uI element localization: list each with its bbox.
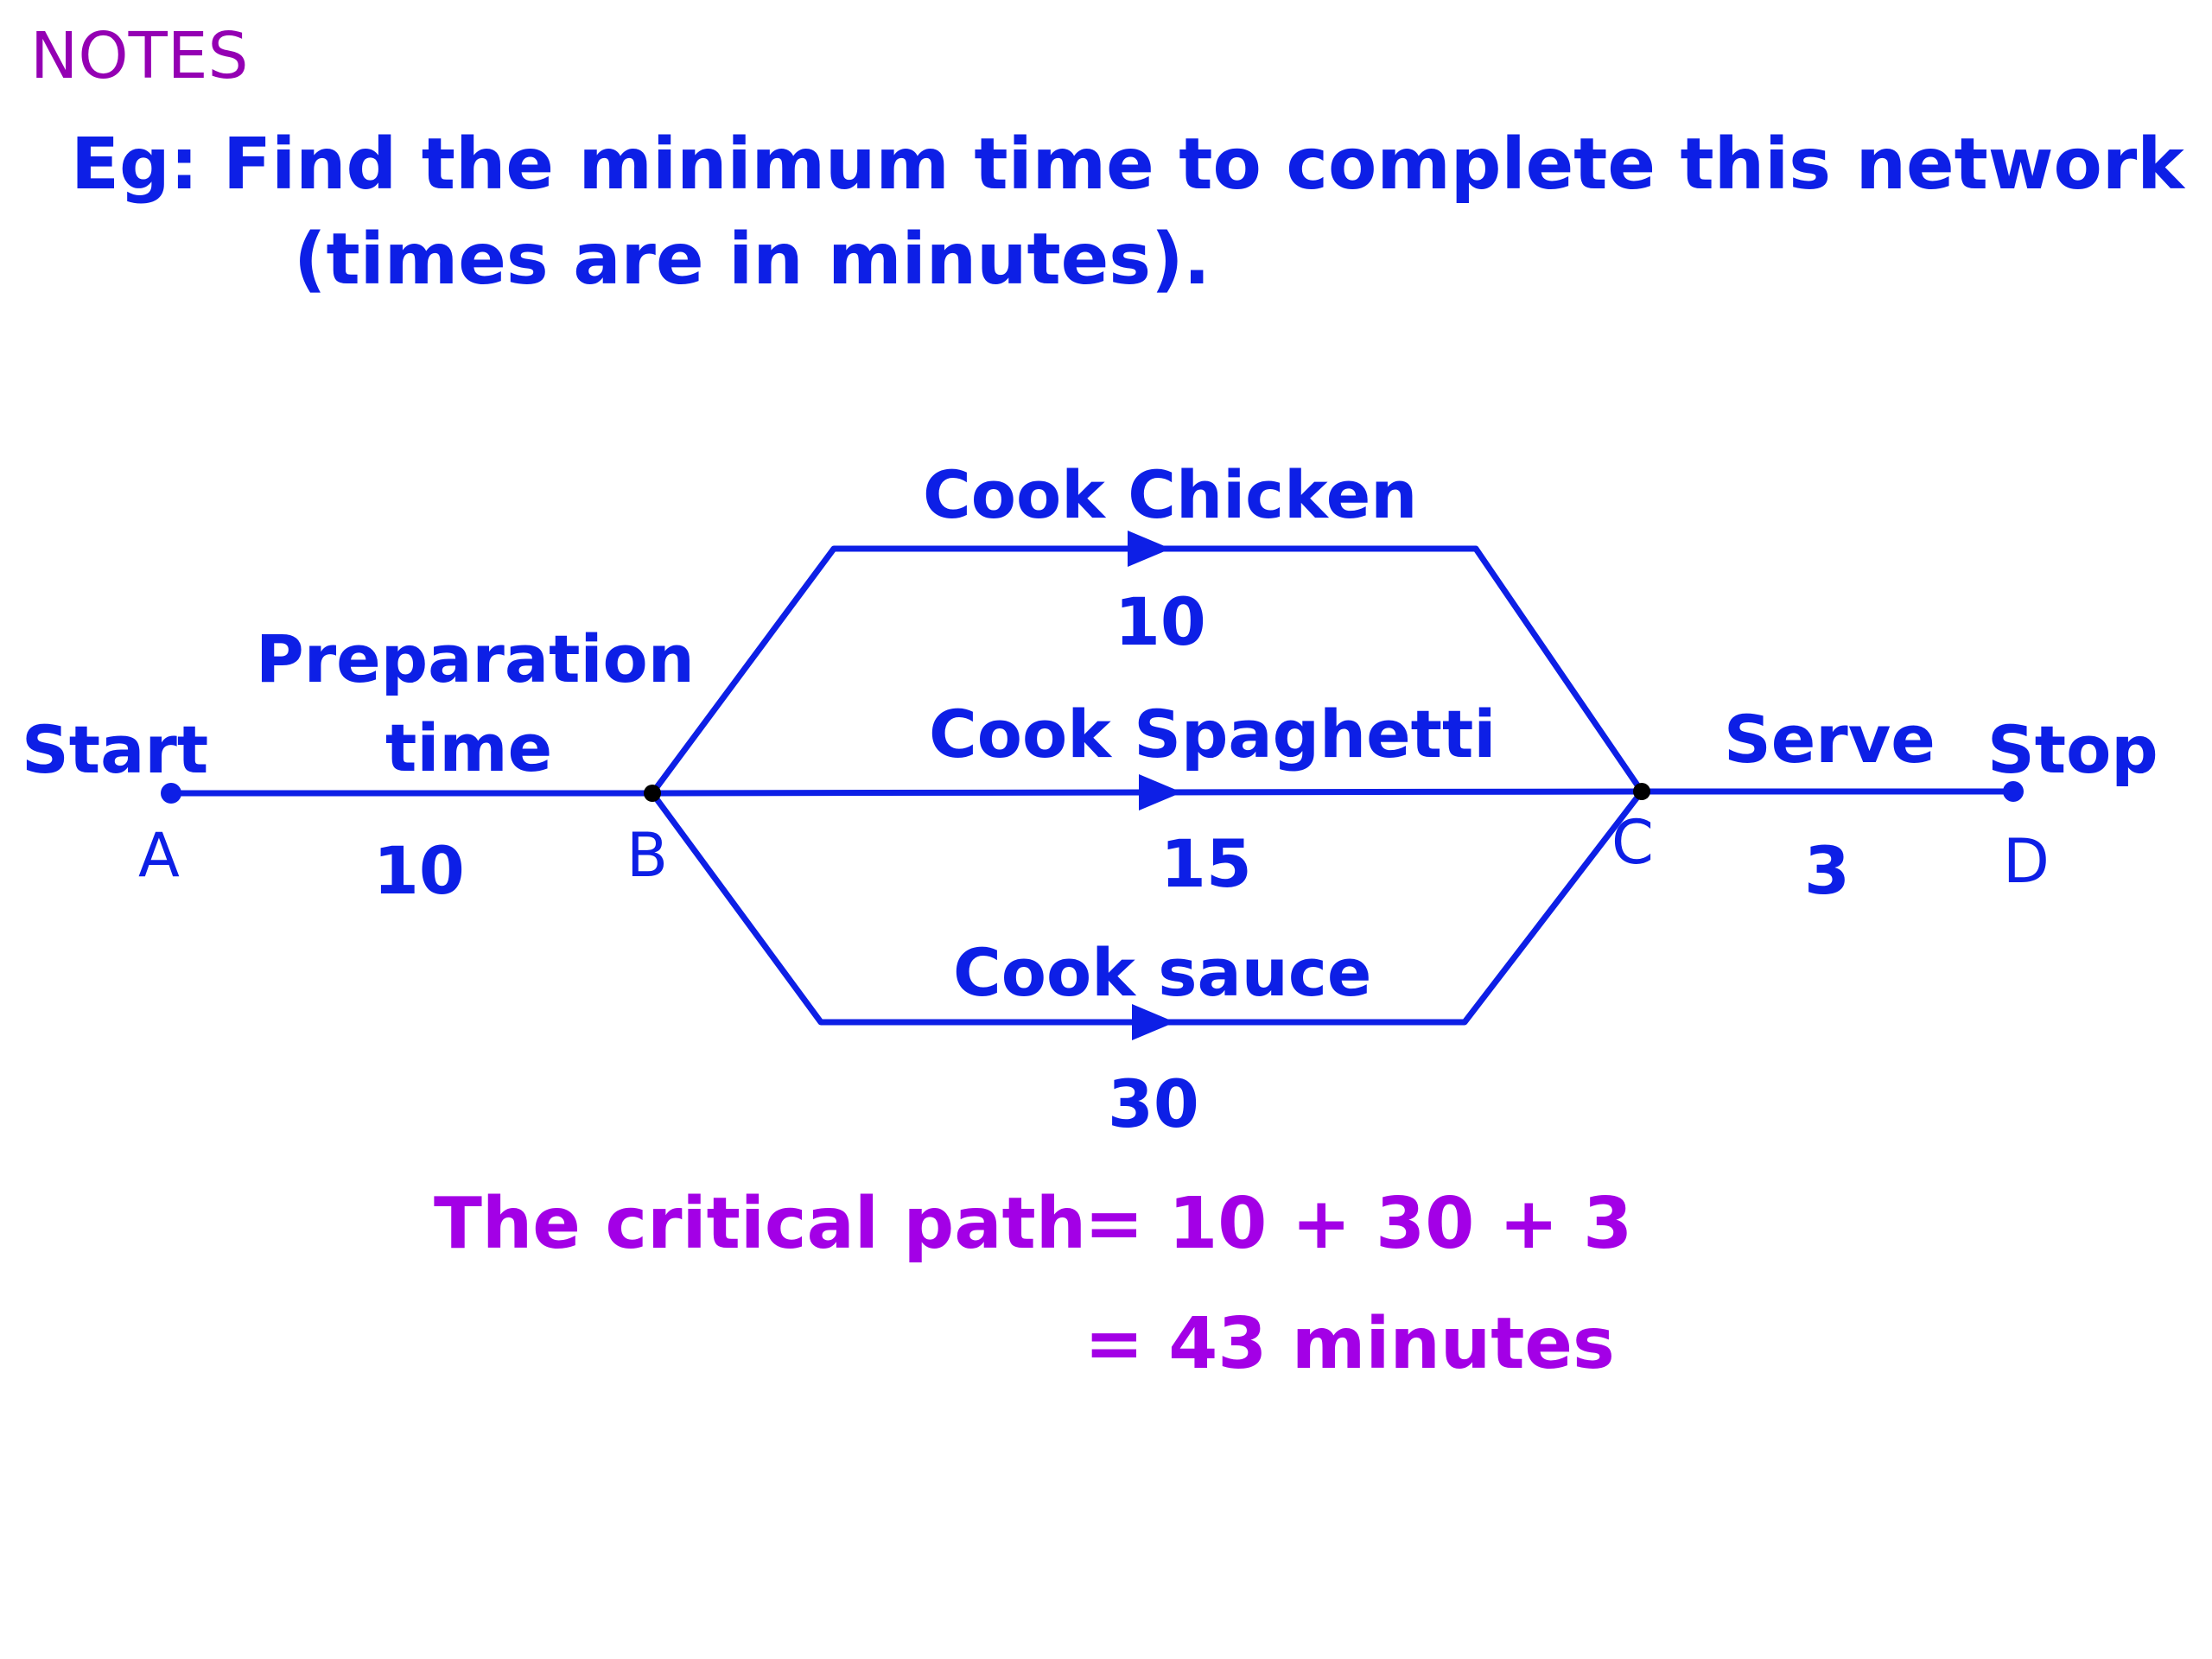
stop-label: Stop — [1987, 711, 2158, 788]
preparation-label-line-2: time — [385, 709, 553, 786]
node-b-label: B — [626, 820, 669, 891]
cook-chicken-time: 10 — [1115, 583, 1206, 660]
notes-heading: NOTES — [30, 19, 249, 93]
cook-spaghetti-label: Cook Spaghetti — [929, 696, 1497, 772]
question-line-2: (times are in minutes). — [294, 219, 1211, 301]
serve-time: 3 — [1804, 832, 1850, 909]
arrow-cook-spaghetti — [1139, 774, 1182, 810]
cook-sauce-time: 30 — [1108, 1065, 1199, 1142]
node-d-dot — [2003, 781, 2024, 802]
cook-sauce-label: Cook sauce — [953, 934, 1372, 1011]
answer-critical-path-label: The critical path — [434, 1183, 1087, 1265]
serve-label: Serve — [1724, 701, 1936, 778]
arrow-cook-sauce — [1132, 1004, 1175, 1040]
start-label: Start — [22, 711, 209, 788]
cook-chicken-label: Cook Chicken — [923, 456, 1418, 533]
node-b-dot — [644, 785, 661, 802]
preparation-label-line-1: Preparation — [256, 620, 695, 697]
node-c-dot — [1633, 783, 1650, 800]
node-c-label: C — [1611, 807, 1654, 878]
node-d-label: D — [2003, 826, 2050, 897]
cook-spaghetti-time: 15 — [1160, 825, 1252, 902]
question-line-1: Eg: Find the minimum time to complete th… — [71, 124, 2184, 206]
answer-expression: = 10 + 30 + 3 — [1084, 1183, 1633, 1265]
arrow-cook-chicken — [1128, 531, 1171, 567]
node-a-dot — [161, 783, 181, 804]
node-a-label: A — [138, 820, 180, 891]
answer-total: = 43 minutes — [1084, 1303, 1615, 1385]
preparation-time: 10 — [373, 832, 465, 909]
